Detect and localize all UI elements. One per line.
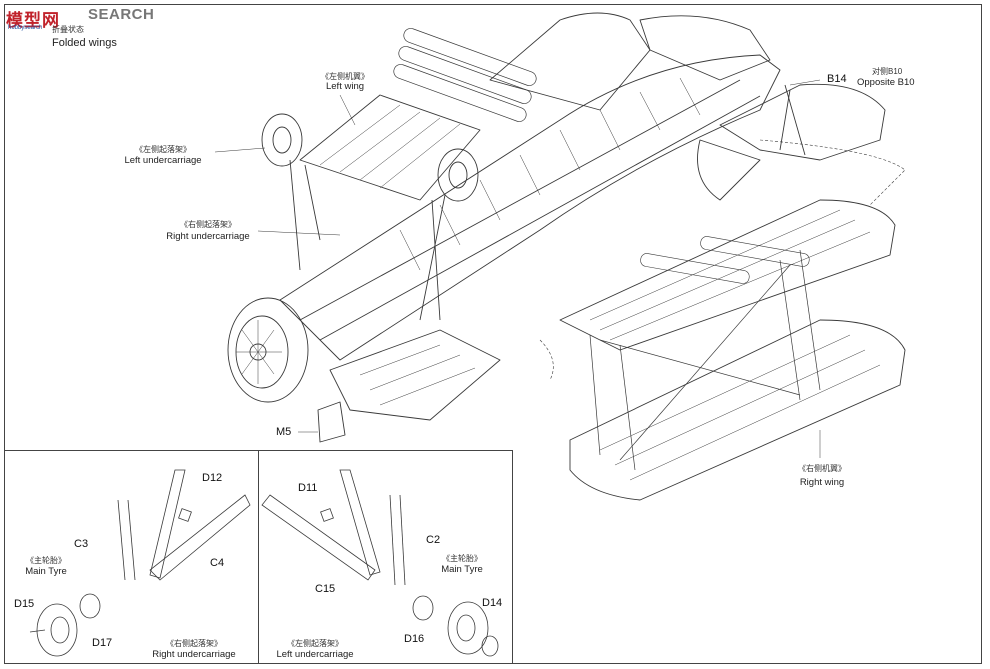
- right-uc-caption: Right undercarriage: [152, 649, 236, 660]
- part-d12-label: D12: [202, 472, 223, 484]
- m5-part: [317, 401, 346, 443]
- left-undercarriage-label: Left undercarriage: [124, 155, 202, 166]
- right-undercarriage-label-cn: 《右侧起落架》: [180, 220, 236, 229]
- logo-text: 模型网: [6, 11, 60, 31]
- hobbysearch-logo: 模型网 hobbysearch: [6, 6, 66, 31]
- right-wheel: [437, 148, 479, 202]
- left-undercarriage-detail: [261, 469, 499, 657]
- part-d15-label: D15: [14, 598, 35, 610]
- rockets: [393, 28, 537, 122]
- right-lower-wing: [569, 319, 906, 501]
- opposite-b10-label-cn: 对侧B10: [872, 67, 903, 76]
- left-undercarriage-panel: [258, 450, 513, 664]
- engine-cowling: [227, 297, 309, 403]
- part-c3-label: C3: [74, 538, 89, 550]
- right-wing-label: Right wing: [799, 477, 845, 488]
- right-upper-wing: [559, 199, 896, 351]
- left-wing-label-cn: 《左侧机翼》: [321, 72, 369, 81]
- title-cn: 折叠状态: [52, 25, 84, 34]
- tailplane: [719, 83, 886, 161]
- part-d11-label: D11: [298, 482, 318, 494]
- part-d16-label: D16: [404, 633, 425, 645]
- part-b14-label: B14: [827, 73, 847, 85]
- main-tyre-label-1: Main Tyre: [25, 566, 67, 577]
- left-undercarriage-label-cn: 《左侧起落架》: [135, 145, 191, 154]
- main-tyre-label-2: Main Tyre: [441, 564, 483, 575]
- part-m5-label: M5: [276, 426, 292, 438]
- left-wing-label: Left wing: [325, 81, 365, 92]
- opposite-b10-label: Opposite B10: [857, 77, 915, 88]
- left-uc-caption: Left undercarriage: [276, 649, 354, 660]
- part-c2-label: C2: [426, 534, 441, 546]
- main-tyre-label-cn-1: 《主轮胎》: [26, 556, 66, 565]
- search-wordmark: SEARCH: [88, 6, 155, 23]
- part-c15-label: C15: [315, 583, 336, 595]
- left-lower-wing: [299, 94, 481, 201]
- part-d17-label: D17: [92, 637, 113, 649]
- folded-upper-wing: [489, 12, 651, 111]
- right-uc-caption-cn: 《右侧起落架》: [166, 639, 222, 648]
- fuselage: [279, 54, 781, 361]
- main-tyre-label-cn-2: 《主轮胎》: [442, 554, 482, 563]
- right-wing-label-cn: 《右侧机翼》: [798, 464, 846, 473]
- title-en: Folded wings: [52, 37, 117, 49]
- part-c4-label: C4: [210, 557, 225, 569]
- part-d14-label: D14: [482, 597, 503, 609]
- logo-sub: hobbysearch: [8, 25, 43, 31]
- left-wheel: [261, 113, 303, 167]
- right-undercarriage-label: Right undercarriage: [166, 231, 250, 242]
- right-undercarriage-detail: [29, 469, 251, 657]
- left-uc-caption-cn: 《左侧起落架》: [287, 639, 343, 648]
